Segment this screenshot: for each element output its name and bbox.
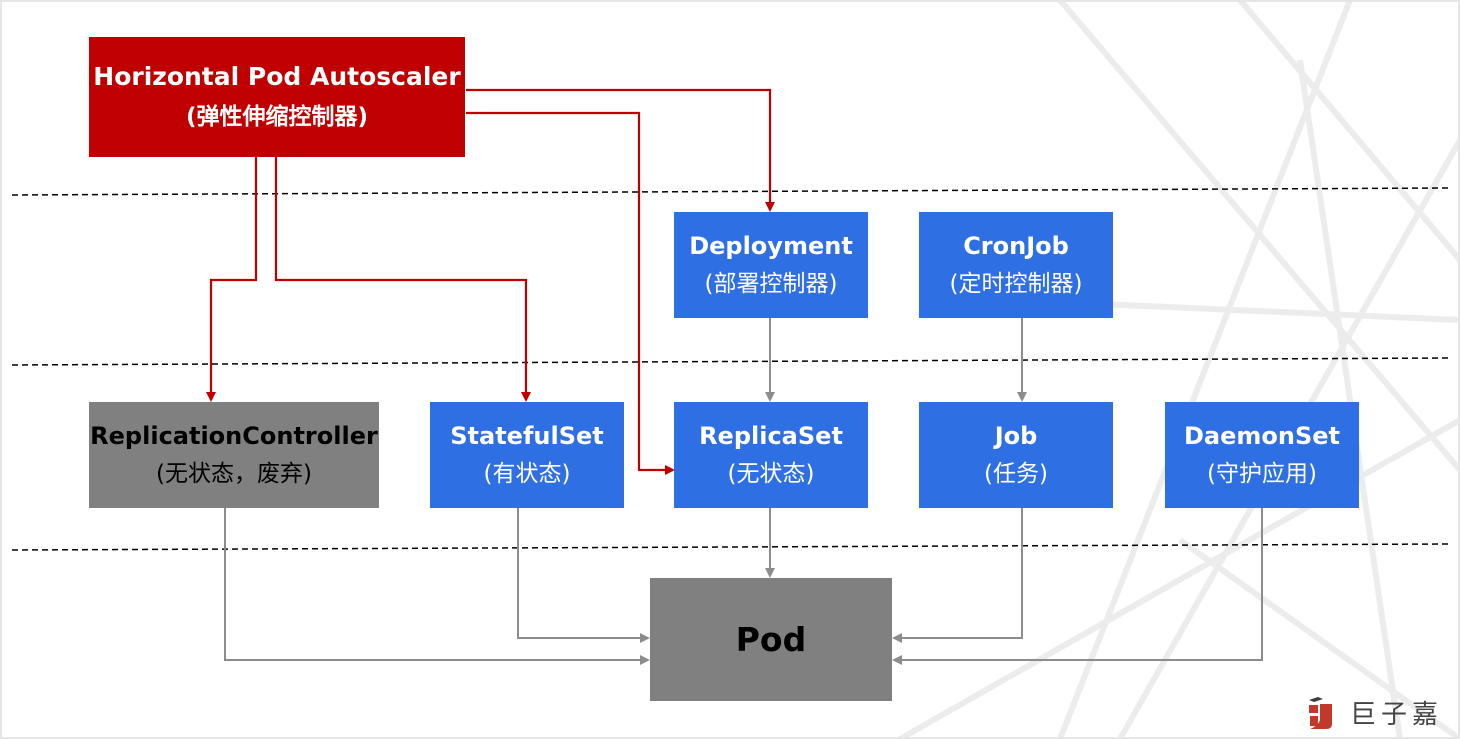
hpa-subtitle: (弹性伸缩控制器) bbox=[185, 104, 369, 131]
statefulset-subtitle: (有状态) bbox=[483, 460, 571, 487]
separator-bottom bbox=[11, 543, 1449, 551]
job-subtitle: (任务) bbox=[984, 460, 1048, 487]
arrow-hpa-to-statefulset bbox=[274, 157, 531, 402]
statefulset-title: StatefulSet bbox=[450, 421, 604, 450]
arrow-replicationcontroller-to-pod bbox=[224, 508, 650, 665]
cronjob-subtitle: (定时控制器) bbox=[949, 270, 1083, 297]
arrow-daemonset-to-pod bbox=[892, 508, 1263, 665]
arrow-job-to-pod bbox=[892, 508, 1023, 643]
statefulset-node: StatefulSet (有状态) bbox=[430, 402, 624, 508]
cronjob-node: CronJob (定时控制器) bbox=[919, 212, 1113, 318]
deployment-subtitle: (部署控制器) bbox=[704, 270, 838, 297]
arrow-hpa-to-replicaset bbox=[466, 111, 675, 475]
brand-logo-icon bbox=[1309, 696, 1332, 729]
job-title: Job bbox=[994, 421, 1038, 450]
replicationcontroller-subtitle: (无状态，废弃) bbox=[156, 460, 312, 487]
daemonset-node: DaemonSet (守护应用) bbox=[1165, 402, 1359, 508]
replicaset-subtitle: (无状态) bbox=[727, 460, 815, 487]
daemonset-subtitle: (守护应用) bbox=[1207, 460, 1317, 487]
pod-title: Pod bbox=[735, 619, 807, 659]
arrow-statefulset-to-pod bbox=[517, 508, 650, 643]
replicationcontroller-title: ReplicationController bbox=[90, 421, 378, 450]
job-node: Job (任务) bbox=[919, 402, 1113, 508]
replicaset-title: ReplicaSet bbox=[699, 421, 843, 450]
hpa-node: Horizontal Pod Autoscaler (弹性伸缩控制器) bbox=[89, 37, 465, 157]
cronjob-title: CronJob bbox=[963, 231, 1069, 260]
arrow-hpa-to-replicationcontroller bbox=[206, 157, 258, 402]
separator-top bbox=[11, 187, 1449, 196]
arrow-hpa-to-deployment bbox=[466, 88, 775, 212]
hpa-title: Horizontal Pod Autoscaler bbox=[93, 62, 461, 92]
brand-logo-text: 巨子嘉 bbox=[1350, 700, 1444, 730]
deployment-title: Deployment bbox=[689, 231, 853, 260]
deployment-node: Deployment (部署控制器) bbox=[674, 212, 868, 318]
replicationcontroller-node: ReplicationController (无状态，废弃) bbox=[89, 402, 379, 508]
autoscale-arrows bbox=[206, 88, 775, 475]
manage-arrows bbox=[224, 318, 1263, 665]
pod-node: Pod bbox=[650, 578, 892, 701]
replicaset-node: ReplicaSet (无状态) bbox=[674, 402, 868, 508]
separator-middle bbox=[11, 357, 1449, 366]
daemonset-title: DaemonSet bbox=[1183, 421, 1340, 450]
brand-logo: 巨子嘉 bbox=[1306, 694, 1443, 731]
